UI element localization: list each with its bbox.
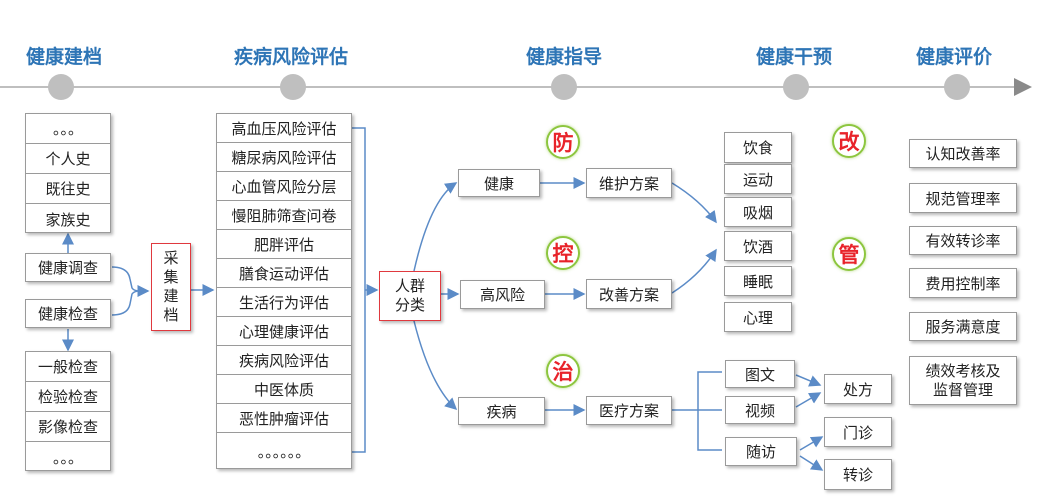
history-list: 。。。 个人史 既往史 家族史 <box>25 113 111 233</box>
stage-title-intervention: 健康干预 <box>755 46 833 68</box>
timeline-dot-intervention <box>783 74 809 100</box>
arrow-video-prescribe <box>795 392 822 408</box>
timeline-dot-evaluation <box>944 74 970 100</box>
eval-performance-box: 绩效考核及监督管理 <box>909 356 1017 405</box>
group-disease-box: 疾病 <box>458 397 545 425</box>
stage-title-assessment: 疾病风险评估 <box>233 46 349 68</box>
arrow-medical-media <box>672 371 722 451</box>
history-item: 。。。 <box>26 114 110 144</box>
lifestyle-exercise-box: 运动 <box>724 164 792 194</box>
assessment-item: 疾病风险评估 <box>217 346 351 375</box>
action-referral-box: 转诊 <box>824 459 892 490</box>
health-survey-box: 健康调查 <box>25 253 111 282</box>
action-prescription-box: 处方 <box>824 374 892 404</box>
history-item-past: 既往史 <box>26 174 110 204</box>
timeline-dot-guidance <box>551 74 577 100</box>
population-classify-box: 人群分类 <box>379 271 441 321</box>
group-healthy-box: 健康 <box>458 169 540 197</box>
lifestyle-mental-box: 心理 <box>724 302 792 332</box>
arrow-followup-referral <box>799 455 824 471</box>
badge-treat: 治 <box>546 354 580 388</box>
assessment-item-more: 。。。。。。 <box>257 443 311 461</box>
group-highrisk-box: 高风险 <box>460 280 545 309</box>
history-item-family: 家族史 <box>45 210 91 229</box>
assessment-item: 生活行为评估 <box>217 288 351 317</box>
assessment-item: 心理健康评估 <box>217 317 351 346</box>
assessment-item: 恶性肿瘤评估 <box>217 404 351 433</box>
followup-box: 随访 <box>725 437 797 466</box>
stage-title-guidance: 健康指导 <box>525 46 603 68</box>
arrow-media-prescribe <box>795 374 822 387</box>
arrow-classify-healthy <box>413 182 458 272</box>
exam-list: 一般检查 检验检查 影像检查 。。。 <box>25 351 111 471</box>
eval-cognition-box: 认知改善率 <box>909 139 1017 168</box>
plan-maintain-box: 维护方案 <box>586 168 672 198</box>
stage-title-archive: 健康建档 <box>25 46 103 68</box>
media-graphic-box: 图文 <box>725 360 795 388</box>
brace-to-collect <box>111 266 141 316</box>
assessment-item: 肥胖评估 <box>217 230 351 259</box>
history-item-personal: 个人史 <box>26 144 110 174</box>
media-video-box: 视频 <box>725 396 795 424</box>
health-checkup-box: 健康检查 <box>25 299 111 328</box>
lifestyle-smoking-box: 吸烟 <box>724 197 792 227</box>
exam-item-general: 一般检查 <box>26 352 110 382</box>
assessment-item: 膳食运动评估 <box>217 259 351 288</box>
arrow-classify-disease <box>413 320 458 411</box>
badge-manage: 管 <box>832 237 866 271</box>
bracket-assessment <box>352 127 366 453</box>
eval-cost-box: 费用控制率 <box>909 268 1017 298</box>
arrow-improve-lifestyle <box>671 248 717 294</box>
lifestyle-sleep-box: 睡眠 <box>724 266 792 296</box>
timeline-dot-archive <box>48 74 74 100</box>
plan-medical-box: 医疗方案 <box>586 396 672 425</box>
assessment-item: 中医体质 <box>217 375 351 404</box>
timeline-dot-assessment <box>280 74 306 100</box>
eval-satisfaction-box: 服务满意度 <box>909 312 1017 341</box>
lifestyle-drinking-box: 饮酒 <box>724 231 792 261</box>
assessment-item: 高血压风险评估 <box>217 114 351 143</box>
badge-prevent: 防 <box>546 125 580 159</box>
exam-item-lab: 检验检查 <box>26 382 110 412</box>
eval-referral-box: 有效转诊率 <box>909 226 1017 255</box>
badge-change: 改 <box>832 124 866 158</box>
stage-title-evaluation: 健康评价 <box>915 46 993 68</box>
assessment-item: 糖尿病风险评估 <box>217 143 351 172</box>
exam-item-imaging: 影像检查 <box>26 412 110 442</box>
arrow-followup-clinic <box>799 436 824 451</box>
assessment-item: 心血管风险分层 <box>217 172 351 201</box>
exam-item-more: 。。。 <box>52 448 83 467</box>
assessment-list: 高血压风险评估 糖尿病风险评估 心血管风险分层 慢阻肺筛查问卷 肥胖评估 膳食运… <box>216 113 352 469</box>
badge-control: 控 <box>546 236 580 270</box>
eval-standard-box: 规范管理率 <box>909 183 1017 213</box>
arrow-maint-lifestyle <box>671 182 717 224</box>
action-clinic-box: 门诊 <box>824 417 892 447</box>
collect-archive-box: 采集建档 <box>151 243 191 331</box>
assessment-item: 慢阻肺筛查问卷 <box>217 201 351 230</box>
lifestyle-diet-box: 饮食 <box>724 132 792 163</box>
plan-improve-box: 改善方案 <box>586 279 672 309</box>
